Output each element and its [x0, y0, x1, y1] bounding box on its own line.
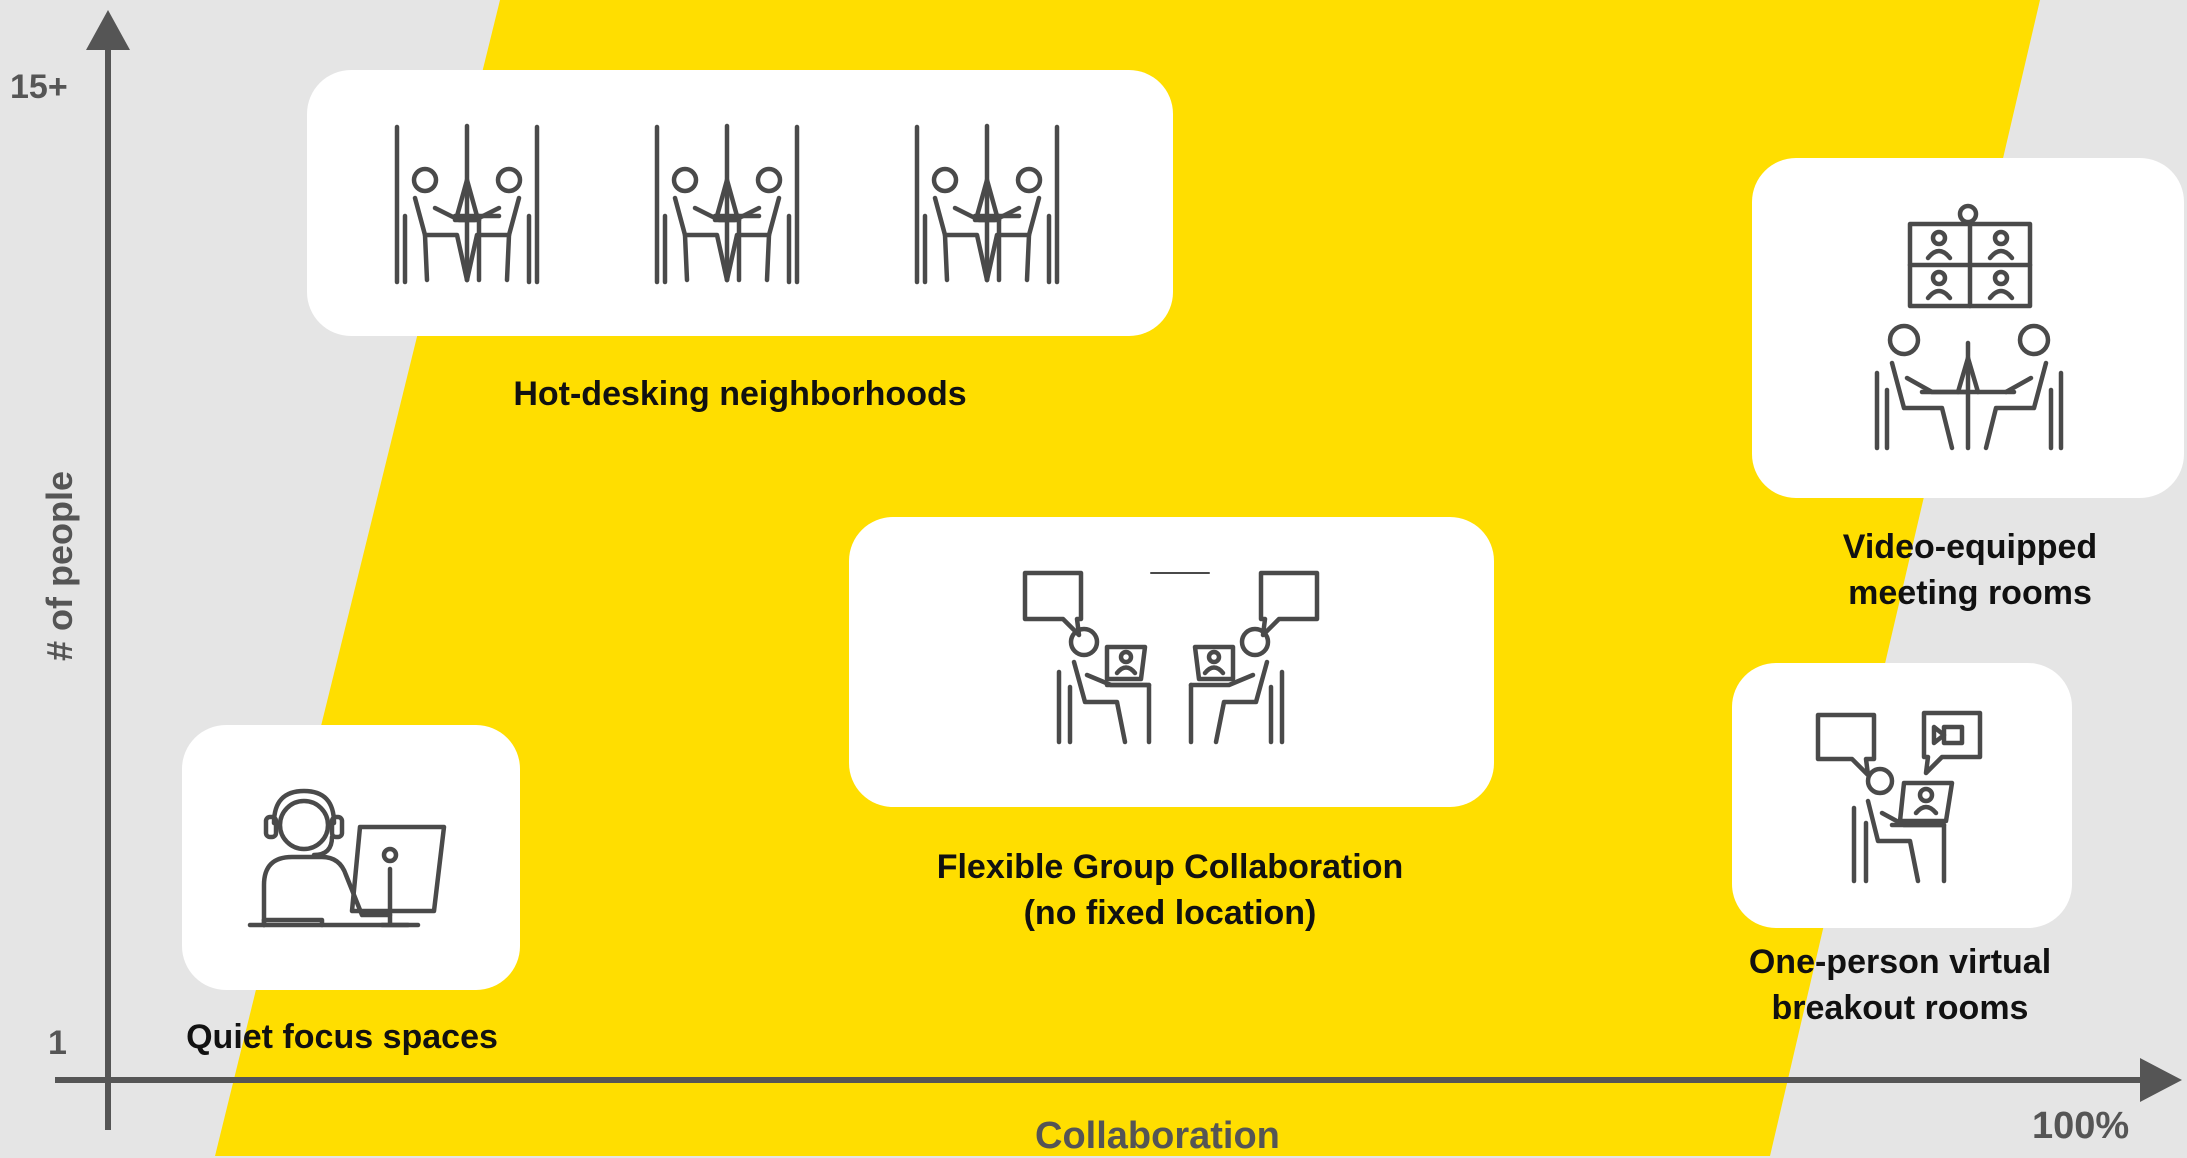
breakout-card	[1732, 663, 2072, 928]
video-conference-room-icon	[1874, 203, 2064, 451]
group-chat-icon	[1022, 570, 1320, 745]
y-min-label: 1	[48, 1024, 67, 1062]
flexible-collab-label: Flexible Group Collaboration (no fixed l…	[870, 845, 1470, 937]
headset-worker-icon	[247, 788, 447, 928]
y-axis-arrow	[86, 10, 130, 50]
breakout-label-line1: One-person virtual	[1748, 943, 2052, 981]
x-max-label: 100%	[2032, 1105, 2130, 1147]
quiet-focus-card	[182, 725, 520, 990]
breakout-label-line2: breakout rooms	[1771, 988, 2029, 1027]
hot-desking-label: Hot-desking neighborhoods	[513, 375, 967, 413]
x-axis-label: Collaboration	[1035, 1115, 1280, 1157]
quiet-focus-label: Quiet focus spaces	[186, 1018, 498, 1056]
hot-desking-card	[307, 70, 1173, 336]
y-axis-label: # of people	[39, 470, 80, 662]
x-axis-arrow	[2140, 1058, 2182, 1102]
video-rooms-label: Video-equipped meeting rooms	[1780, 525, 2160, 617]
video-rooms-card	[1752, 158, 2184, 498]
breakout-label: One-person virtual breakout rooms	[1705, 940, 2095, 1032]
video-rooms-label-line1: Video-equipped	[1842, 528, 2098, 566]
flexible-collab-label-line1: Flexible Group Collaboration	[936, 848, 1404, 886]
paired-desks-icon	[307, 70, 1173, 336]
virtual-meeting-icon	[1815, 710, 1983, 884]
video-rooms-label-line2: meeting rooms	[1848, 573, 2092, 612]
flexible-collab-card	[849, 517, 1494, 807]
y-max-label: 15+	[10, 68, 68, 106]
flexible-collab-label-line2: (no fixed location)	[1023, 893, 1317, 932]
